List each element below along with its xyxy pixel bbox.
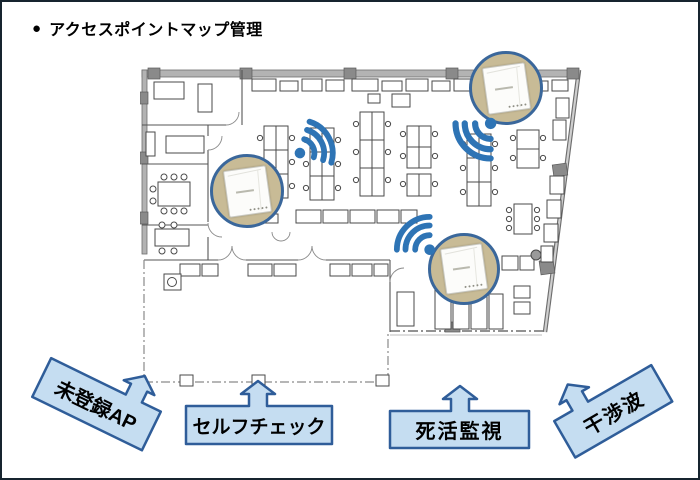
wifi-signal-icon: [393, 213, 435, 255]
access-point-marker[interactable]: [210, 154, 284, 228]
access-point-photo: [222, 164, 272, 218]
page-title-text: アクセスポイントマップ管理: [49, 22, 263, 39]
callout-label: 死活監視: [415, 421, 504, 443]
callout-label: セルフチェック: [192, 416, 326, 438]
access-point-marker[interactable]: [469, 51, 543, 125]
callout-alive-monitoring[interactable]: 死活監視: [388, 384, 531, 450]
access-point-marker[interactable]: [428, 233, 500, 305]
wifi-signal-icon: [452, 117, 497, 162]
up-arrow-callout-shape: [388, 384, 531, 450]
callout-interference-wave[interactable]: 干渉波: [542, 343, 674, 459]
access-point-photo: [440, 243, 488, 295]
up-arrow-callout-shape: [184, 379, 334, 446]
up-arrow-callout-shape: [31, 356, 163, 452]
page-title: ● アクセスポイントマップ管理: [32, 16, 263, 40]
callout-self-check[interactable]: セルフチェック: [184, 379, 334, 446]
up-arrow-callout-shape: [553, 363, 674, 459]
callout-unregistered-ap[interactable]: 未登録AP: [31, 336, 171, 452]
bullet-icon: ●: [32, 19, 42, 37]
wifi-signal-icon: [294, 118, 336, 166]
